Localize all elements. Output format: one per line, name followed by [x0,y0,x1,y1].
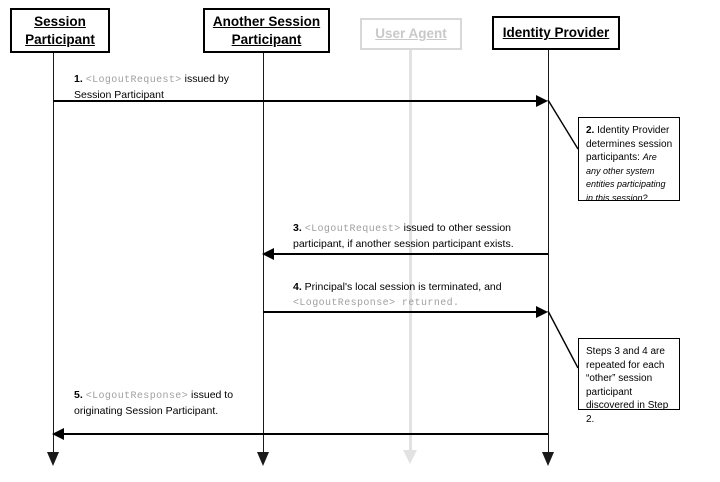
note-repeat-connector [547,310,579,369]
actor-label-session-participant: Session Participant [25,13,95,47]
message-1-number: 1. [74,73,83,85]
message-4-label: 4. Principal's local session is terminat… [293,280,558,311]
message-5-line2: originating Session Participant. [74,405,219,418]
lifeline-arrowhead-another-session-participant [257,452,269,466]
actor-label-identity-provider: Identity Provider [502,25,610,41]
note-step-2-text: Identity Provider determines session par… [586,125,673,164]
lifeline-user-agent [409,50,412,450]
message-1-code: <LogoutRequest> [85,75,182,86]
message-5-number: 5. [74,389,83,401]
message-3-number: 3. [293,222,302,234]
message-1-arrowhead [536,95,548,107]
note-repeat-text: Steps 3 and 4 are repeated for each “oth… [586,346,669,425]
message-1-label: 1. <LogoutRequest> issued by Session Par… [74,72,304,103]
actor-label-user-agent: User Agent [375,26,447,42]
actor-box-session-participant[interactable]: Session Participant [10,8,110,53]
actor-box-identity-provider[interactable]: Identity Provider [492,16,620,50]
message-3-arrowhead [262,248,274,260]
message-1-arrow-line [53,100,537,102]
lifeline-identity-provider [548,50,549,452]
message-3-label: 3. <LogoutRequest> issued to other sessi… [293,221,558,252]
lifeline-arrowhead-user-agent [403,450,417,464]
message-3-line2: participant, if another session particip… [293,238,514,251]
message-5-arrowhead [52,428,64,440]
message-5-text: issued to [188,389,234,401]
message-3-text: issued to other session [400,222,512,234]
message-1-text: issued by [181,73,229,85]
note-repeat: Steps 3 and 4 are repeated for each “oth… [578,338,680,425]
message-5-label: 5. <LogoutResponse> issued to originatin… [74,388,314,419]
actor-box-user-agent[interactable]: User Agent [360,18,462,50]
message-4-arrow-line [263,311,537,313]
note-step-2: 2. Identity Provider determines session … [578,117,680,203]
message-5-arrow-line [64,433,548,435]
message-3-arrow-line [274,253,548,255]
message-4-arrowhead [536,306,548,318]
message-4-code: <LogoutResponse> returned. [293,297,460,309]
actor-box-another-session-participant[interactable]: Another Session Participant [203,8,330,53]
message-3-code: <LogoutRequest> [304,224,401,235]
lifeline-session-participant [53,53,54,452]
message-5-code: <LogoutResponse> [85,391,189,402]
lifeline-arrowhead-session-participant [47,452,59,466]
actor-label-another-session-participant: Another Session Participant [212,13,321,47]
lifeline-arrowhead-identity-provider [542,452,554,466]
message-1-line2: Session Participant [74,89,164,102]
message-4-number: 4. [293,281,302,293]
message-4-text: Principal's local session is terminated,… [301,281,502,293]
note-step-2-emphasis: Are any other system entities participat… [586,152,666,203]
note-step-2-number: 2. [586,125,595,136]
note-step-2-connector [547,99,579,150]
